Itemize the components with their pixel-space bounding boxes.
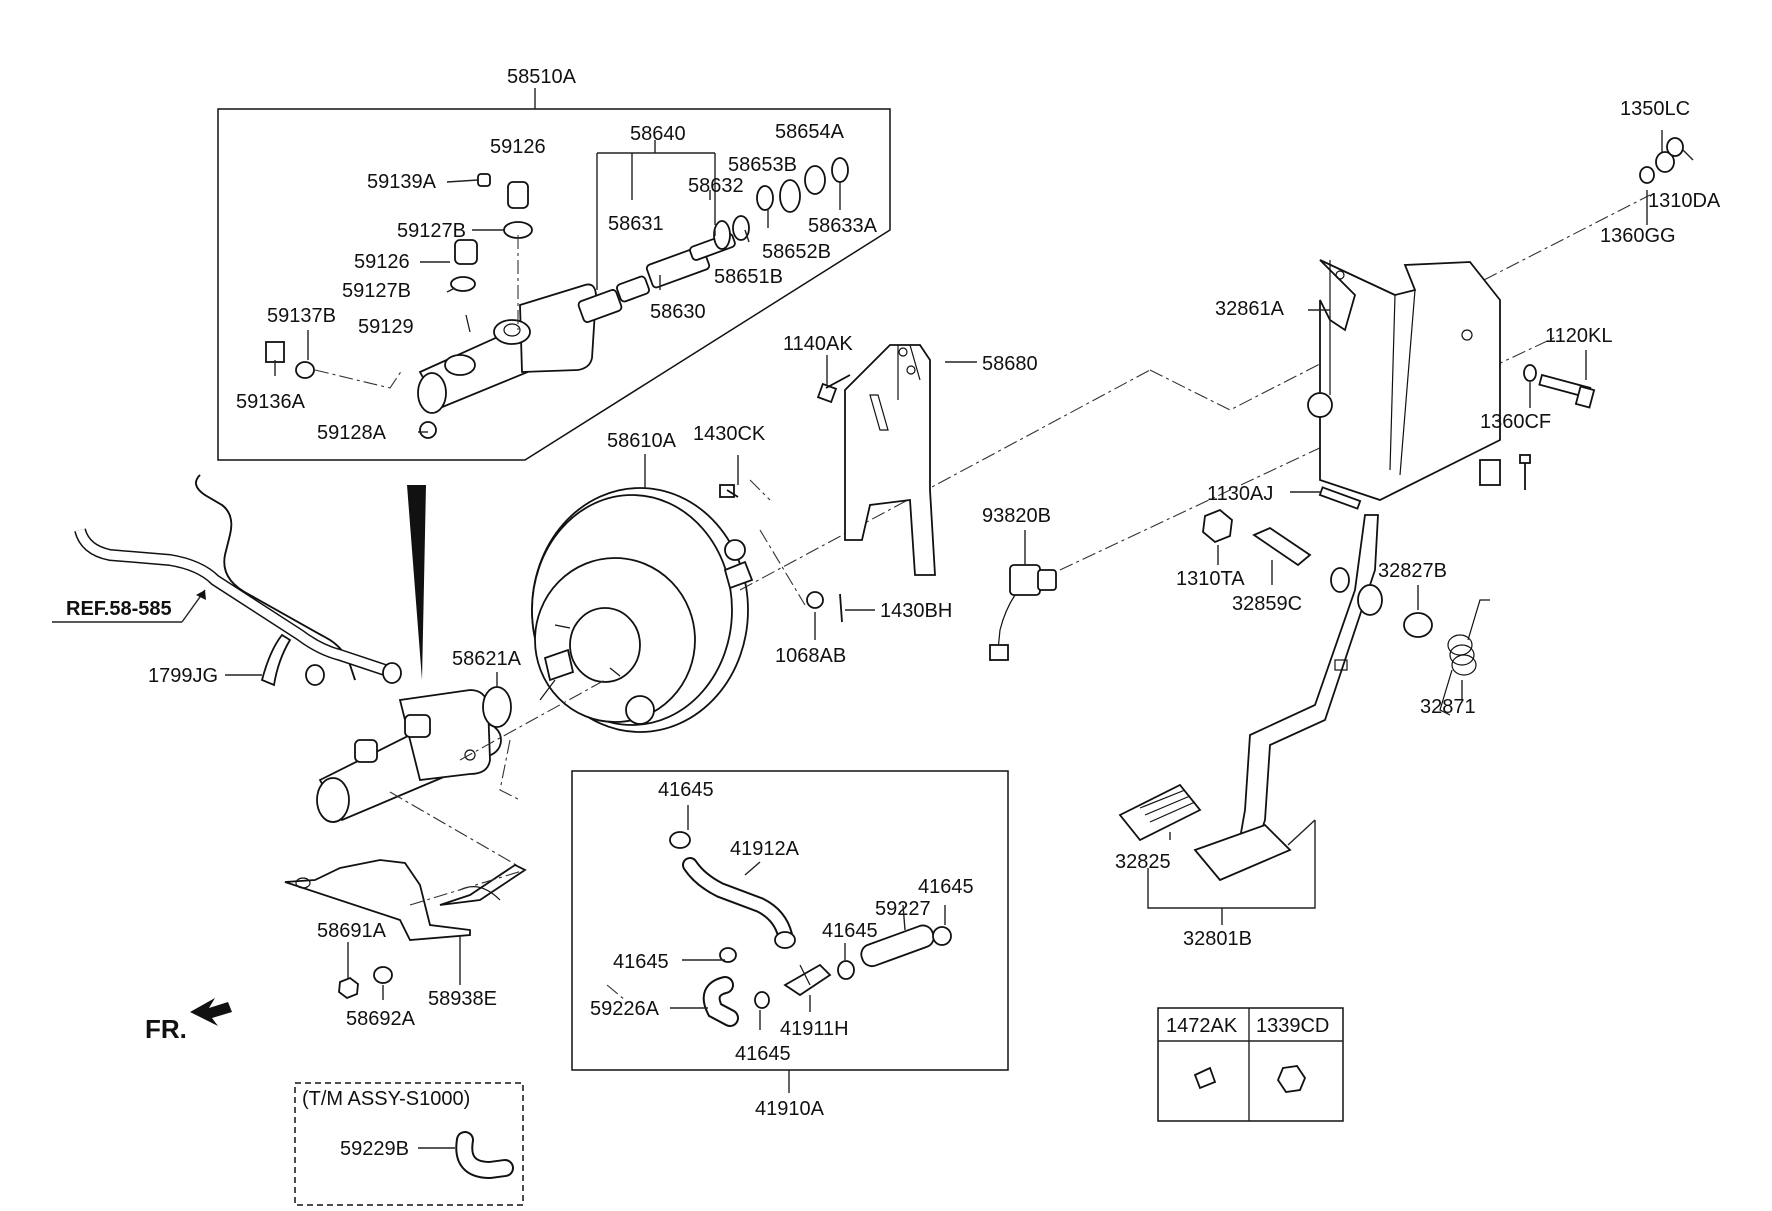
fastener-table: [1157, 1007, 1344, 1122]
label-59229B: 59229B: [340, 1138, 409, 1160]
pedal-pad: [1118, 783, 1202, 842]
label-32871: 32871: [1420, 696, 1476, 718]
piston-parts: [577, 157, 849, 323]
label-59137B: 59137B: [267, 305, 336, 327]
pipe-clip: [260, 633, 292, 687]
label-59227: 59227: [875, 898, 931, 920]
label-41645-mid: 41645: [822, 920, 878, 942]
label-58621A: 58621A: [452, 648, 522, 670]
label-59129: 59129: [358, 316, 414, 338]
leader-lines: [225, 130, 1694, 1149]
label-32859C: 32859C: [1232, 593, 1302, 615]
label-41645-right: 41645: [918, 876, 974, 898]
label-ref-58-585[interactable]: REF.58-585: [66, 598, 172, 620]
label-58654A: 58654A: [775, 121, 845, 143]
label-tm-assy: (T/M ASSY-S1000): [302, 1088, 470, 1110]
label-93820B: 93820B: [982, 505, 1051, 527]
label-58610A: 58610A: [607, 430, 677, 452]
return-spring: [1439, 599, 1490, 716]
vacuum-hoses: [669, 831, 952, 1027]
master-cylinder-kit-box: [217, 108, 891, 461]
label-58632: 58632: [688, 175, 744, 197]
label-59128A: 59128A: [317, 422, 387, 444]
label-59126-top: 59126: [490, 136, 546, 158]
master-cylinder: [316, 689, 491, 823]
label-32861A: 32861A: [1215, 298, 1285, 320]
label-58652B: 58652B: [762, 241, 831, 263]
label-1799JG: 1799JG: [148, 665, 218, 687]
label-1310TA: 1310TA: [1176, 568, 1245, 590]
label-58631: 58631: [608, 213, 664, 235]
label-58938E: 58938E: [428, 988, 497, 1010]
mount-bracket: [284, 859, 527, 941]
label-59136A: 59136A: [236, 391, 306, 413]
label-1430BH: 1430BH: [880, 600, 952, 622]
label-41910A: 41910A: [755, 1098, 825, 1120]
label-58691A: 58691A: [317, 920, 387, 942]
label-32825: 32825: [1115, 851, 1171, 873]
label-58653B: 58653B: [728, 154, 797, 176]
pedal-support-bracket: [1307, 259, 1501, 501]
label-1472AK: 1472AK: [1166, 1015, 1238, 1037]
label-58692A: 58692A: [346, 1008, 416, 1030]
reservoir-parts: [265, 173, 533, 439]
pedal-bracket: [844, 344, 936, 576]
front-arrow-icon: [190, 998, 232, 1026]
label-41912A: 41912A: [730, 838, 800, 860]
brake-pipes: [74, 474, 402, 686]
master-cylinder-kit: [417, 283, 597, 414]
label-32801B: 32801B: [1183, 928, 1252, 950]
vacuum-hose-kit-box: [571, 770, 1009, 1071]
label-fr: FR.: [145, 1014, 187, 1044]
label-59127B-mid: 59127B: [342, 280, 411, 302]
label-58651B: 58651B: [714, 266, 783, 288]
label-41645-left: 41645: [613, 951, 669, 973]
label-1310DA: 1310DA: [1648, 190, 1721, 212]
label-41645-bottom: 41645: [735, 1043, 791, 1065]
label-1130AJ: 1130AJ: [1207, 483, 1273, 505]
label-32827B: 32827B: [1378, 560, 1447, 582]
label-59139A: 59139A: [367, 171, 437, 193]
label-1430CK: 1430CK: [693, 423, 766, 445]
label-1350LC: 1350LC: [1620, 98, 1690, 120]
tm-assy-box: [294, 1082, 524, 1206]
label-41911H: 41911H: [780, 1018, 849, 1040]
label-1120KL: 1120KL: [1545, 325, 1612, 347]
label-1360GG: 1360GG: [1600, 225, 1676, 247]
label-1339CD: 1339CD: [1256, 1015, 1329, 1037]
label-58680: 58680: [982, 353, 1038, 375]
label-1360CF: 1360CF: [1480, 411, 1551, 433]
wedge-indicator: [407, 485, 426, 680]
label-59226A: 59226A: [590, 998, 660, 1020]
label-41645-top: 41645: [658, 779, 714, 801]
label-58633A: 58633A: [808, 215, 878, 237]
label-59127B-top: 59127B: [397, 220, 466, 242]
label-58510A: 58510A: [507, 66, 577, 88]
stop-lamp-switch: [989, 564, 1057, 661]
label-1068AB: 1068AB: [775, 645, 846, 667]
label-58630: 58630: [650, 301, 706, 323]
brake-booster: [531, 487, 749, 733]
label-1140AK: 1140AK: [783, 333, 853, 355]
label-59126-mid: 59126: [354, 251, 410, 273]
booster-gasket: [482, 686, 512, 728]
label-58640: 58640: [630, 123, 686, 145]
brake-pedal: [1193, 514, 1383, 882]
